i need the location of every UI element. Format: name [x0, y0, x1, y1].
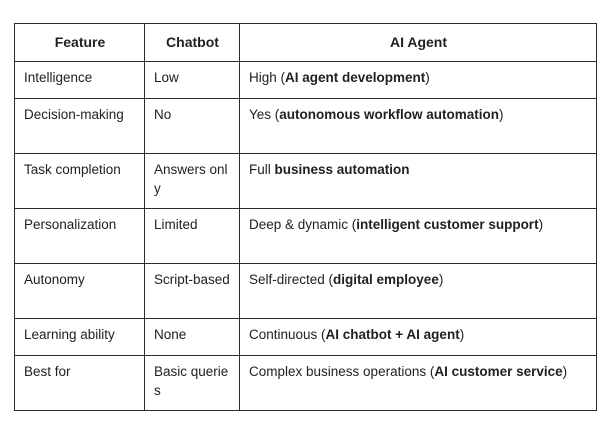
table-header-row: Feature Chatbot AI Agent	[14, 22, 597, 63]
cell-ai-agent: Complex business operations (AI customer…	[239, 355, 597, 412]
chatbot-vs-ai-agent-table: Feature Chatbot AI Agent Intelligence Lo…	[14, 22, 597, 412]
cell-chatbot: Answers only	[144, 153, 240, 210]
cell-ai-agent-text: Continuous (AI chatbot + AI agent)	[249, 326, 588, 345]
cell-ai-agent: Yes (autonomous workflow automation)	[239, 98, 597, 155]
table-row: Task completion Answers only Full busine…	[14, 153, 597, 210]
cell-ai-agent-text: Complex business operations (AI customer…	[249, 363, 588, 382]
text-plain-suffix: )	[538, 217, 544, 233]
cell-chatbot: No	[144, 98, 240, 155]
table-row: Best for Basic queries Complex business …	[14, 355, 597, 412]
cell-feature: Decision-making	[14, 98, 145, 155]
cell-chatbot: Basic queries	[144, 355, 240, 412]
cell-ai-agent: Self-directed (digital employee)	[239, 263, 597, 320]
column-header-feature: Feature	[14, 22, 145, 63]
cell-feature: Intelligence	[14, 61, 145, 100]
cell-chatbot: Low	[144, 61, 240, 100]
cell-ai-agent: High (AI agent development)	[239, 61, 597, 100]
text-emphasis: AI customer service	[434, 364, 563, 380]
text-plain-suffix: )	[425, 70, 430, 86]
text-plain-suffix: )	[438, 272, 444, 288]
table-header: Feature Chatbot AI Agent	[14, 22, 597, 63]
table-row: Personalization Limited Deep & dynamic (…	[14, 208, 597, 265]
cell-feature: Learning ability	[14, 318, 145, 357]
text-emphasis: digital employee	[333, 272, 439, 288]
text-plain-suffix: )	[459, 327, 465, 343]
text-emphasis: AI agent development	[285, 70, 426, 86]
cell-chatbot: None	[144, 318, 240, 357]
text-plain-prefix: Continuous (	[249, 327, 326, 343]
cell-ai-agent-text: High (AI agent development)	[249, 69, 588, 88]
text-plain-prefix: Self-directed (	[249, 272, 334, 288]
cell-chatbot: Script-based	[144, 263, 240, 320]
text-emphasis: intelligent customer support	[356, 217, 539, 233]
cell-ai-agent-text: Self-directed (digital employee)	[249, 271, 588, 290]
table-row: Decision-making No Yes (autonomous workf…	[14, 98, 597, 155]
column-header-ai-agent: AI Agent	[239, 22, 597, 63]
cell-feature: Personalization	[14, 208, 145, 265]
cell-ai-agent-text: Deep & dynamic (intelligent customer sup…	[249, 216, 588, 235]
text-plain-suffix: )	[562, 364, 568, 380]
table-body: Intelligence Low High (AI agent developm…	[14, 61, 597, 412]
cell-ai-agent-text: Yes (autonomous workflow automation)	[249, 106, 588, 125]
cell-feature: Task completion	[14, 153, 145, 210]
text-plain-prefix: Complex business operations (	[249, 364, 435, 380]
text-plain-suffix: )	[499, 107, 504, 123]
cell-ai-agent: Full business automation	[239, 153, 597, 210]
text-plain-prefix: High (	[249, 70, 286, 86]
comparison-table-container: Feature Chatbot AI Agent Intelligence Lo…	[14, 22, 597, 412]
column-header-chatbot: Chatbot	[144, 22, 240, 63]
text-emphasis: autonomous workflow automation	[279, 107, 500, 123]
table-row: Intelligence Low High (AI agent developm…	[14, 61, 597, 100]
text-plain-prefix: Yes (	[249, 107, 280, 123]
text-plain-prefix: Deep & dynamic (	[249, 217, 357, 233]
table-row: Autonomy Script-based Self-directed (dig…	[14, 263, 597, 320]
cell-ai-agent: Deep & dynamic (intelligent customer sup…	[239, 208, 597, 265]
cell-ai-agent: Continuous (AI chatbot + AI agent)	[239, 318, 597, 357]
table-row: Learning ability None Continuous (AI cha…	[14, 318, 597, 357]
text-plain-prefix: Full	[249, 162, 275, 178]
cell-chatbot: Limited	[144, 208, 240, 265]
text-emphasis: AI chatbot + AI agent	[325, 327, 460, 343]
cell-ai-agent-text: Full business automation	[249, 161, 588, 180]
cell-feature: Best for	[14, 355, 145, 412]
cell-feature: Autonomy	[14, 263, 145, 320]
text-emphasis: business automation	[274, 162, 410, 178]
